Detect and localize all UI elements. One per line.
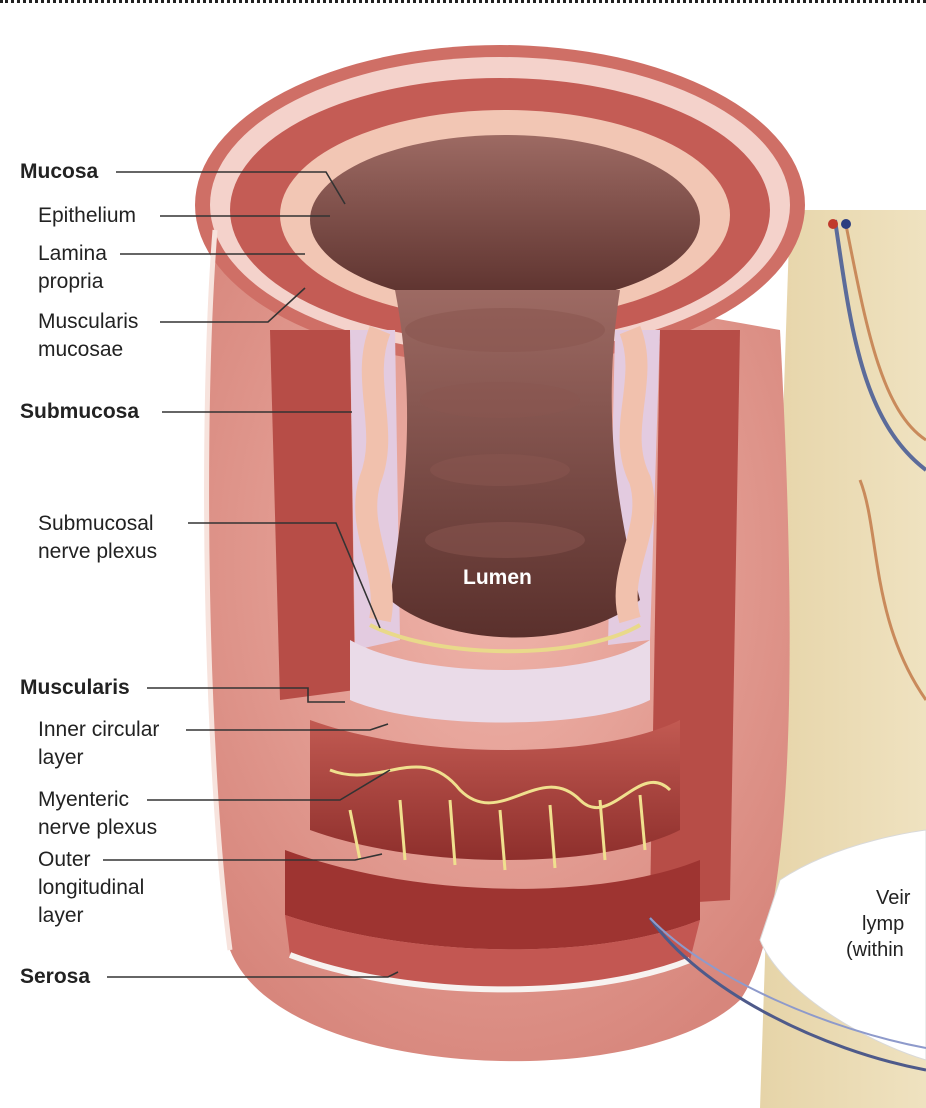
leader-outer-longitudinal [103, 853, 383, 861]
intestine-wall [195, 45, 805, 1062]
label-inner-circular-1: Inner circular [38, 718, 160, 741]
leader-muscularis-mucosae [160, 287, 306, 323]
callout-pointer [648, 917, 926, 1072]
dotted-top-border [0, 0, 926, 3]
callout-line-2: lymp [862, 913, 905, 935]
label-myenteric-2: nerve plexus [38, 816, 158, 839]
leader-myenteric [147, 769, 391, 801]
label-serosa: Serosa [20, 965, 91, 988]
label-lumen: Lumen [463, 566, 532, 589]
label-inner-circular-2: layer [38, 746, 84, 769]
callout-line-3: (within [846, 939, 904, 961]
label-muscularis-mucosae-1: Muscularis [38, 310, 139, 333]
leader-serosa [107, 971, 399, 978]
leader-mucosa [116, 171, 346, 205]
leader-muscularis [147, 687, 345, 703]
label-submucosa: Submucosa [20, 400, 140, 423]
label-myenteric-1: Myenteric [38, 788, 130, 811]
label-lamina-propria-2: propria [38, 270, 104, 293]
label-lamina-propria-1: Lamina [38, 242, 107, 265]
myenteric-plexus-lines [329, 765, 672, 871]
label-outer-longitudinal-3: layer [38, 904, 84, 927]
label-submucosal-plexus-2: nerve plexus [38, 540, 158, 563]
leader-lines [103, 171, 399, 978]
label-mucosa: Mucosa [20, 160, 99, 183]
label-muscularis-mucosae-2: mucosae [38, 338, 124, 361]
artery-dot [828, 219, 838, 229]
label-outer-longitudinal-2: longitudinal [38, 876, 145, 899]
label-submucosal-plexus-1: Submucosal [38, 512, 154, 535]
vein-dot [841, 219, 851, 229]
leader-submucosal-plexus [188, 522, 381, 629]
label-muscularis: Muscularis [20, 676, 130, 699]
label-outer-longitudinal-1: Outer [38, 848, 91, 871]
callout-line-1: Veir [876, 887, 911, 909]
label-epithelium: Epithelium [38, 204, 137, 227]
leader-inner-circular [186, 723, 389, 731]
